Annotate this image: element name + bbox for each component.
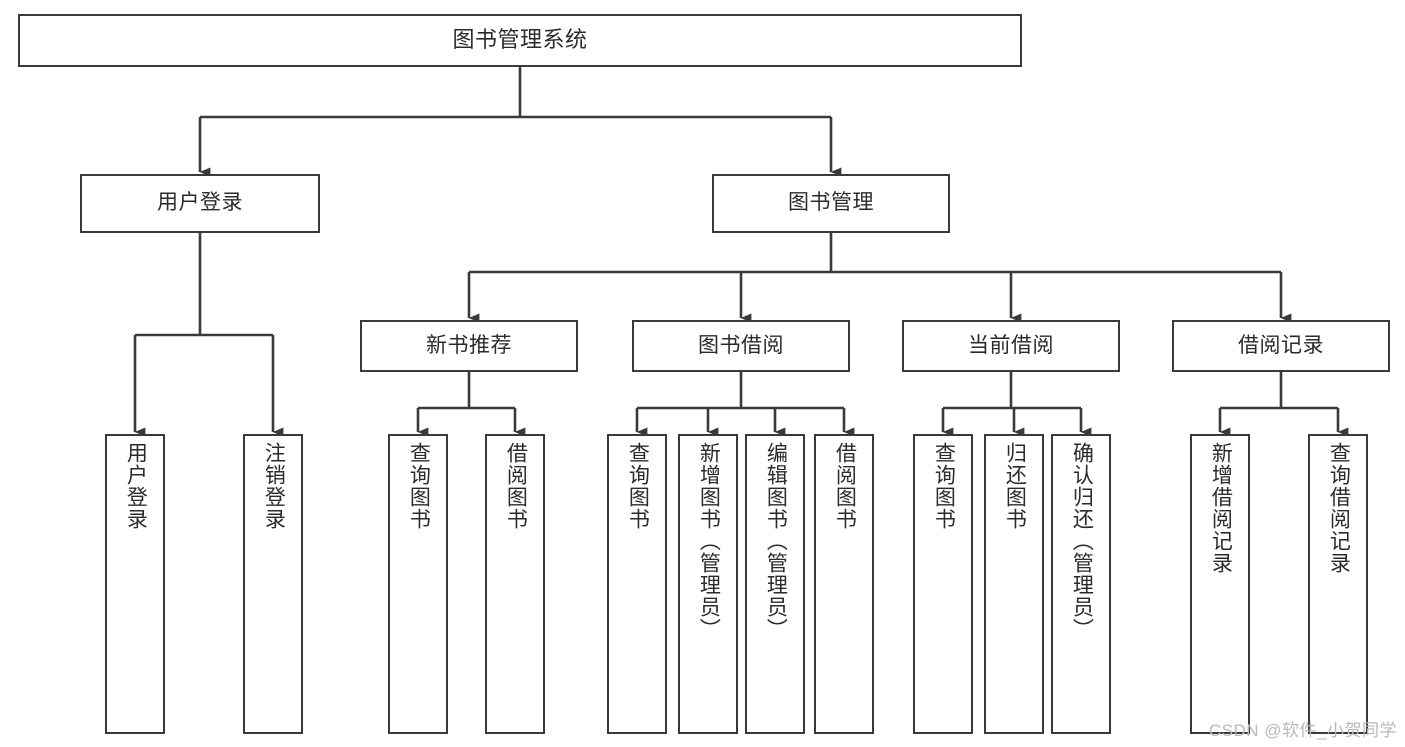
node-book-manage[interactable]: 图书管理 xyxy=(712,174,950,233)
node-root[interactable]: 图书管理系统 xyxy=(18,14,1022,67)
node-leaf-logout-label: 注销登录 xyxy=(262,442,286,530)
node-leaf-add-book[interactable]: 新增图书（管理员） xyxy=(678,434,738,734)
node-leaf-add-record[interactable]: 新增借阅记录 xyxy=(1190,434,1250,734)
node-leaf-confirm-return[interactable]: 确认归还（管理员） xyxy=(1051,434,1111,734)
node-book-borrow-label: 图书借阅 xyxy=(698,333,784,357)
node-leaf-query-book-2[interactable]: 查询图书 xyxy=(607,434,667,734)
node-borrow-record-label: 借阅记录 xyxy=(1238,333,1324,357)
node-current-borrow-label: 当前借阅 xyxy=(968,333,1054,357)
node-leaf-query-record-label: 查询借阅记录 xyxy=(1327,442,1351,574)
node-book-manage-label: 图书管理 xyxy=(788,191,874,215)
node-leaf-query-book-2-label: 查询图书 xyxy=(626,442,650,530)
node-new-book-recommend[interactable]: 新书推荐 xyxy=(360,320,578,372)
node-leaf-borrow-book-1[interactable]: 借阅图书 xyxy=(485,434,545,734)
node-current-borrow[interactable]: 当前借阅 xyxy=(902,320,1120,372)
watermark-text: CSDN @软件_小贺同学 xyxy=(1208,721,1397,740)
node-leaf-user-login-label: 用户登录 xyxy=(124,442,148,530)
node-leaf-borrow-book-2[interactable]: 借阅图书 xyxy=(814,434,874,734)
node-new-book-recommend-label: 新书推荐 xyxy=(426,333,512,357)
node-leaf-user-login[interactable]: 用户登录 xyxy=(105,434,165,734)
node-leaf-add-record-label: 新增借阅记录 xyxy=(1209,442,1233,574)
node-leaf-confirm-return-label: 确认归还（管理员） xyxy=(1070,442,1094,640)
node-leaf-borrow-book-1-label: 借阅图书 xyxy=(504,442,528,530)
node-leaf-borrow-book-2-label: 借阅图书 xyxy=(833,442,857,530)
node-leaf-logout[interactable]: 注销登录 xyxy=(243,434,303,734)
node-leaf-return-book-label: 归还图书 xyxy=(1003,442,1027,530)
node-leaf-query-book-3[interactable]: 查询图书 xyxy=(913,434,973,734)
node-leaf-add-book-label: 新增图书（管理员） xyxy=(697,442,721,640)
node-user-login-label: 用户登录 xyxy=(157,191,243,215)
node-book-borrow[interactable]: 图书借阅 xyxy=(632,320,850,372)
node-leaf-query-book-3-label: 查询图书 xyxy=(932,442,956,530)
node-leaf-edit-book[interactable]: 编辑图书（管理员） xyxy=(745,434,805,734)
node-leaf-edit-book-label: 编辑图书（管理员） xyxy=(764,442,788,640)
node-leaf-query-record[interactable]: 查询借阅记录 xyxy=(1308,434,1368,734)
node-leaf-return-book[interactable]: 归还图书 xyxy=(984,434,1044,734)
node-leaf-query-book-1-label: 查询图书 xyxy=(407,442,431,530)
node-borrow-record[interactable]: 借阅记录 xyxy=(1172,320,1390,372)
node-leaf-query-book-1[interactable]: 查询图书 xyxy=(388,434,448,734)
node-root-label: 图书管理系统 xyxy=(452,27,588,53)
node-user-login[interactable]: 用户登录 xyxy=(80,174,320,233)
